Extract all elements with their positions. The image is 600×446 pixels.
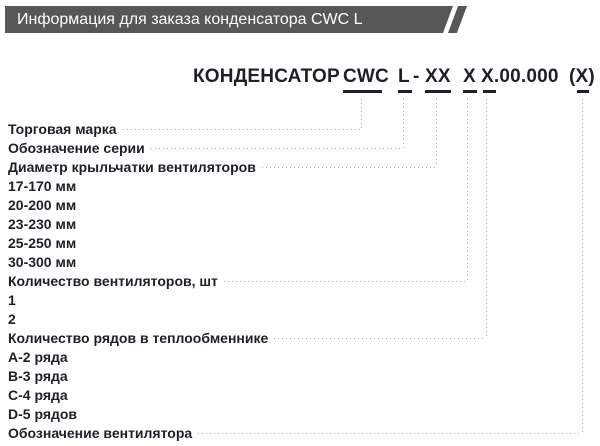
dotted-leader: [198, 432, 582, 434]
paren-open: (: [569, 66, 576, 87]
legend-row-trademark: Торговая марка: [8, 119, 361, 138]
connector-fan-designation: [582, 99, 583, 433]
header-title: Информация для заказа конденсатора CWC L: [17, 11, 363, 28]
legend-label: D-5 рядов: [8, 405, 78, 422]
legend-label: А-2 ряда: [8, 348, 68, 365]
code-row-code: X: [481, 66, 494, 87]
legend-list: Торговая марка Обозначение серии Диаметр…: [8, 119, 582, 442]
legend-row-option: 20-200 мм: [8, 195, 582, 214]
underline-diameter: [425, 90, 451, 93]
legend-label: 30-300 мм: [8, 253, 77, 270]
legend-row-option: А-2 ряда: [8, 347, 582, 366]
dotted-leader: [122, 128, 361, 130]
legend-label: Обозначение серии: [8, 139, 145, 156]
legend-row-option: 17-170 мм: [8, 176, 582, 195]
legend-label: Количество вентиляторов, шт: [8, 272, 218, 289]
code-rows-group: X.00.000: [481, 67, 559, 87]
legend-row-series: Обозначение серии: [8, 138, 403, 157]
underline-series: [398, 90, 412, 93]
legend-row-fan-count: Количество вентиляторов, шт: [8, 271, 467, 290]
code-fan-count: X: [463, 66, 476, 87]
legend-row-option: D-5 рядов: [8, 404, 582, 423]
legend-row-option: 25-250 мм: [8, 233, 582, 252]
legend-label: 25-250 мм: [8, 234, 77, 251]
dotted-leader: [150, 147, 403, 149]
code-series: L: [398, 66, 410, 87]
code-prefix: КОНДЕНСАТОР: [193, 66, 340, 87]
legend-label: 17-170 мм: [8, 177, 77, 194]
legend-label: C-4 ряда: [8, 386, 68, 403]
code-diameter: XX: [425, 66, 451, 87]
legend-row-option: B-3 ряда: [8, 366, 582, 385]
code-hyphen: -: [413, 66, 420, 87]
code-suffix: .00.000: [493, 66, 559, 87]
code-fan-designation-group: (X): [569, 67, 595, 87]
code-brand: CWC: [343, 66, 389, 87]
connector-row-code: [486, 99, 487, 338]
legend-row-option: C-4 ряда: [8, 385, 582, 404]
legend-row-heat-exchanger-rows: Количество рядов в теплообменнике: [8, 328, 486, 347]
paren-close: ): [588, 66, 595, 87]
legend-label: Торговая марка: [8, 120, 117, 137]
header-banner: Информация для заказа конденсатора CWC L: [5, 6, 453, 33]
underline-fan-count: [463, 90, 477, 93]
legend-label: 2: [8, 310, 16, 327]
legend-label: Количество рядов в теплообменнике: [8, 329, 269, 346]
dotted-leader: [274, 337, 486, 339]
connector-brand: [361, 99, 362, 129]
legend-label: 20-200 мм: [8, 196, 77, 213]
legend-label: B-3 ряда: [8, 367, 68, 384]
legend-row-fan-designation: Обозначение вентилятора: [8, 423, 582, 442]
dotted-leader: [223, 280, 467, 282]
code-fan-designation: X: [575, 66, 589, 87]
underline-row-code: [483, 90, 496, 93]
dotted-leader: [261, 166, 436, 168]
underline-brand: [343, 90, 382, 93]
underline-fan-designation: [577, 90, 589, 93]
connector-fan-count: [467, 99, 468, 281]
legend-row-option: 1: [8, 290, 582, 309]
legend-row-option: 2: [8, 309, 582, 328]
legend-row-option: 30-300 мм: [8, 252, 582, 271]
legend-label: 23-230 мм: [8, 215, 77, 232]
legend-label: 1: [8, 291, 16, 308]
legend-row-option: 23-230 мм: [8, 214, 582, 233]
legend-row-diameter: Диаметр крыльчатки вентиляторов: [8, 157, 436, 176]
legend-label: Диаметр крыльчатки вентиляторов: [8, 158, 256, 175]
legend-label: Обозначение вентилятора: [8, 424, 193, 441]
connector-diameter: [436, 99, 437, 167]
connector-series: [403, 99, 404, 148]
